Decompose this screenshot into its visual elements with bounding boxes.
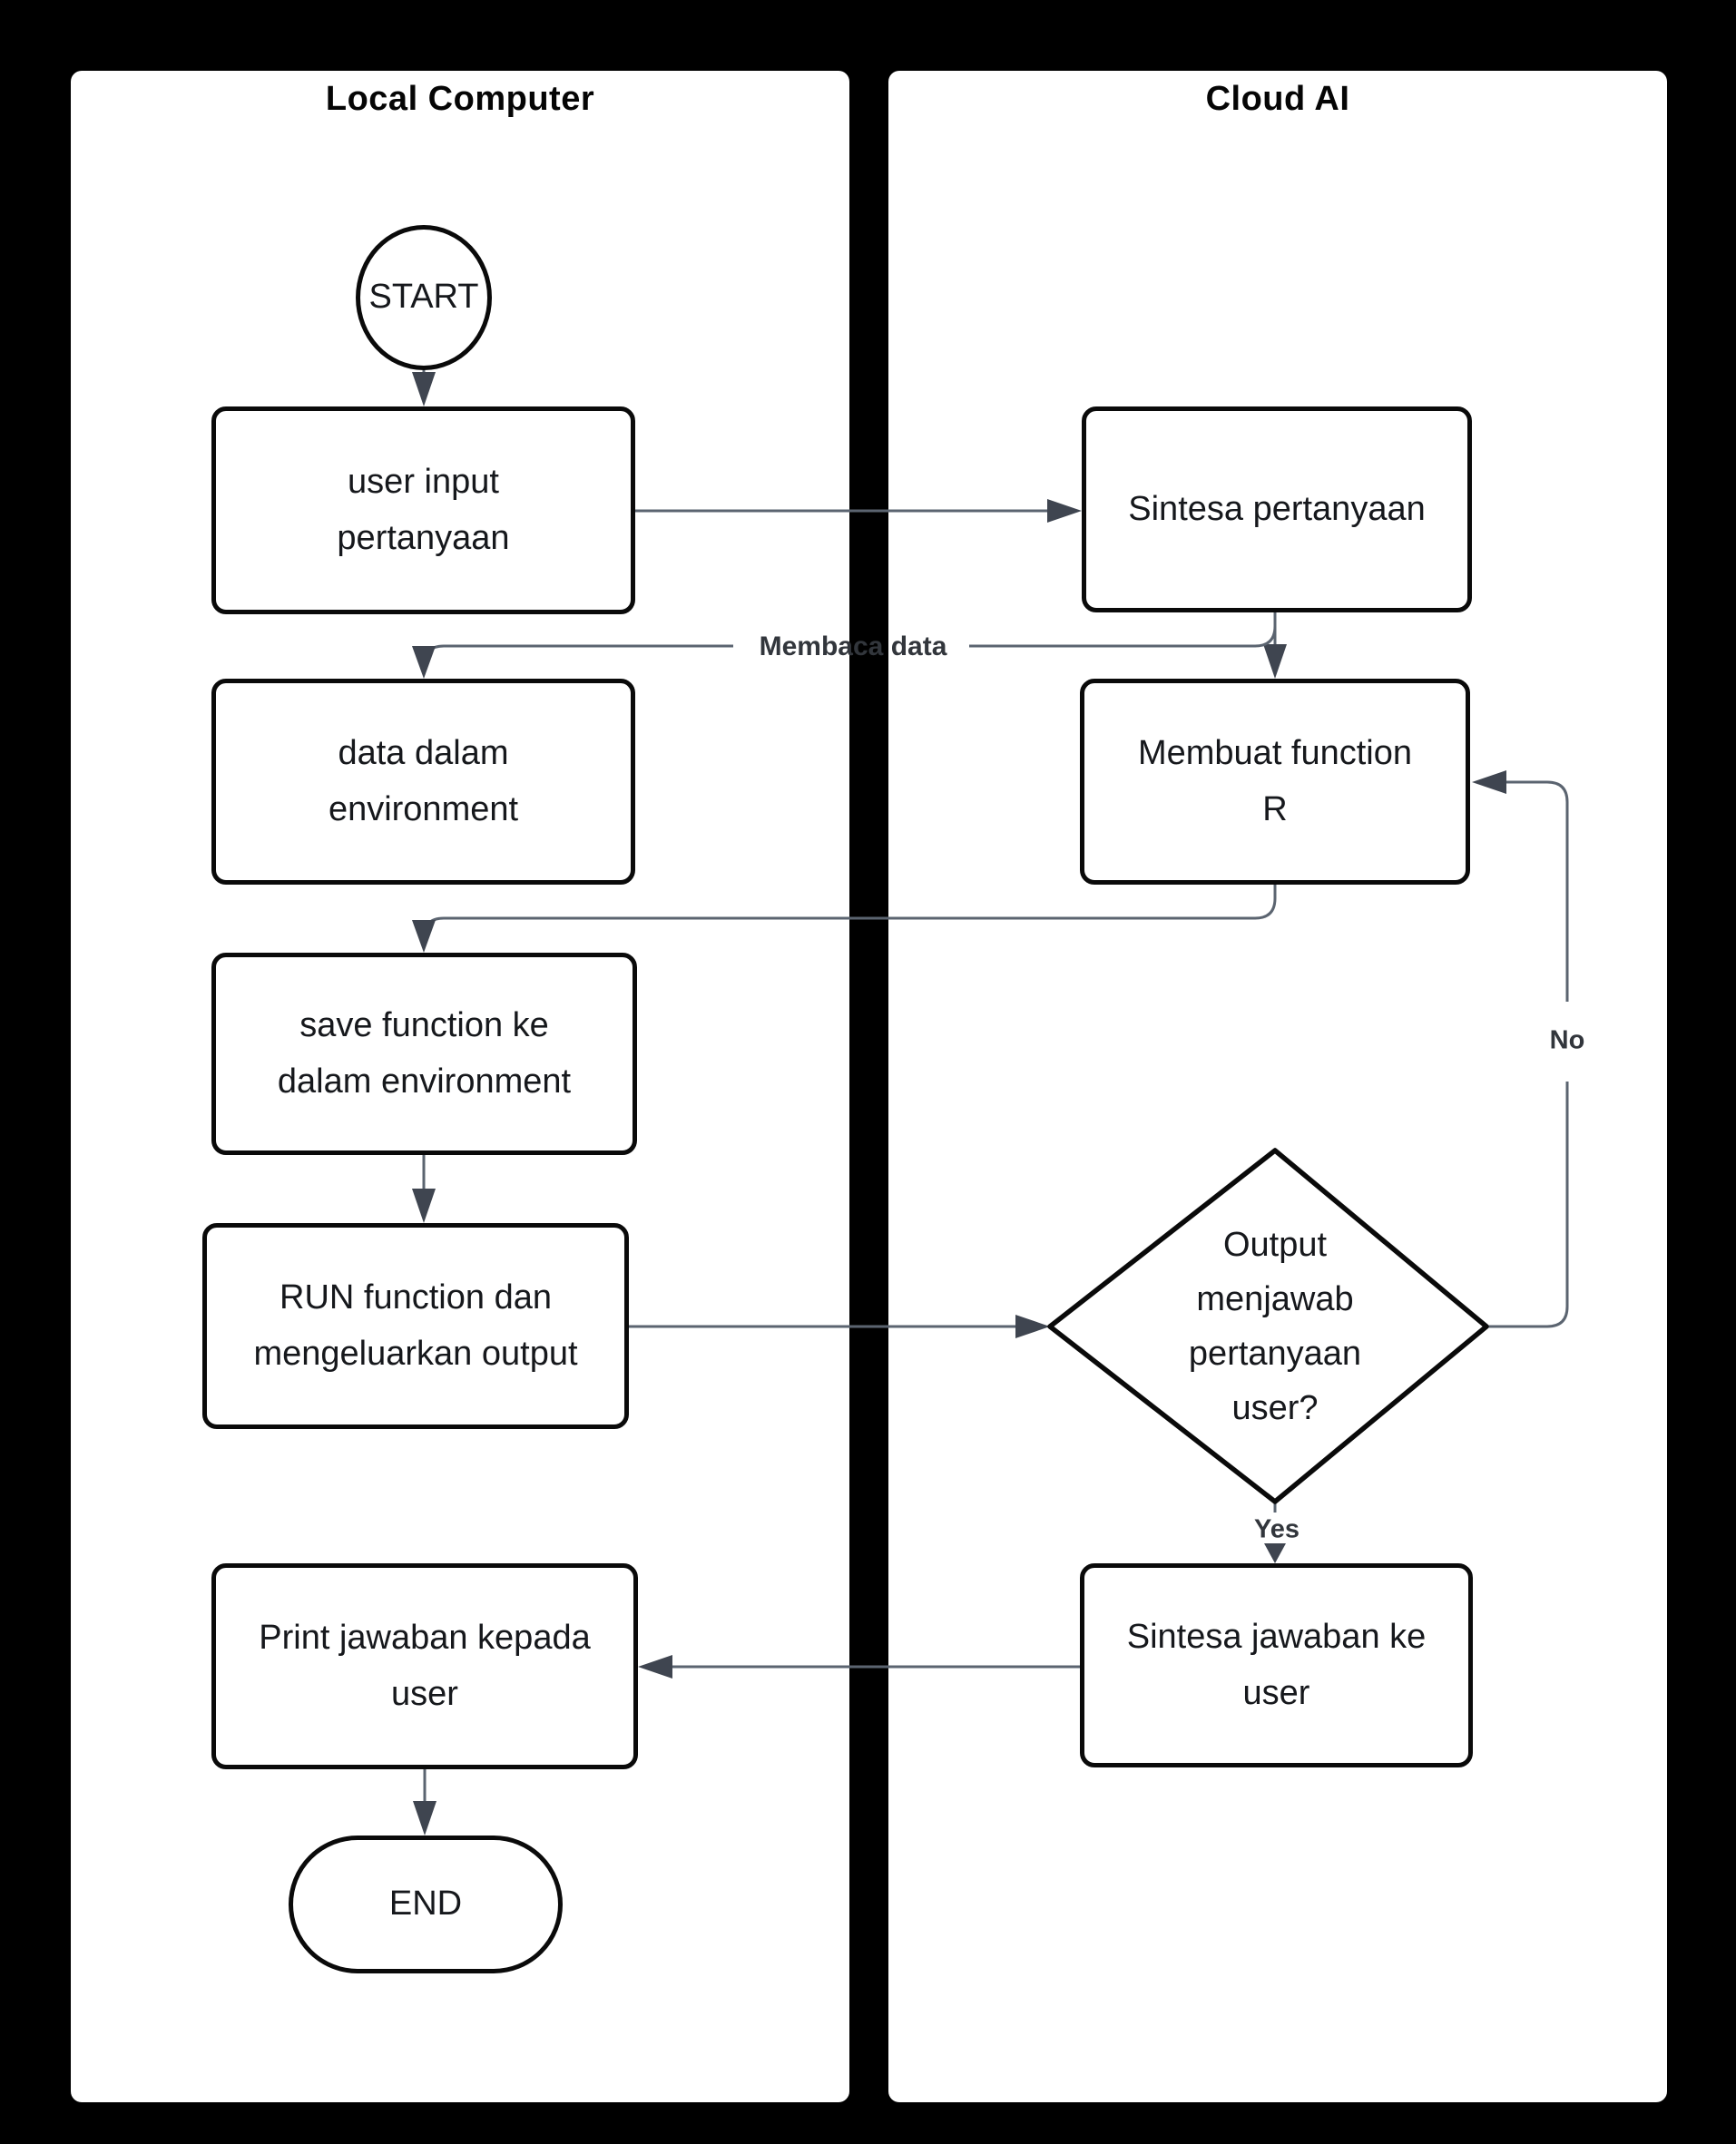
node-sintesa-pertanyaan: Sintesa pertanyaan [1082,406,1472,612]
edge-label-membaca-data: Membaca data [759,631,947,661]
lane-title-cloud-ai: Cloud AI [1205,80,1350,118]
node-user-input: user input pertanyaan [211,406,635,614]
edge-label-no: No [1549,1025,1585,1055]
node-run-function: RUN function dan mengeluarkan output [202,1223,629,1429]
node-end: END [289,1836,563,1973]
node-sintesa-jawaban: Sintesa jawaban ke user [1080,1563,1473,1767]
node-decision-output: Output menjawab pertanyaan user? [1188,1225,1362,1428]
node-start: START [356,225,492,370]
edge-label-yes: Yes [1254,1514,1300,1544]
lane-title-local-computer: Local Computer [325,80,595,118]
node-membuat-function-r: Membuat function R [1080,679,1470,885]
node-print-jawaban: Print jawaban kepada user [211,1563,638,1769]
node-data-environment: data dalam environment [211,679,635,885]
node-save-function: save function ke dalam environment [211,953,637,1155]
lane-cloud-ai [888,71,1667,2102]
